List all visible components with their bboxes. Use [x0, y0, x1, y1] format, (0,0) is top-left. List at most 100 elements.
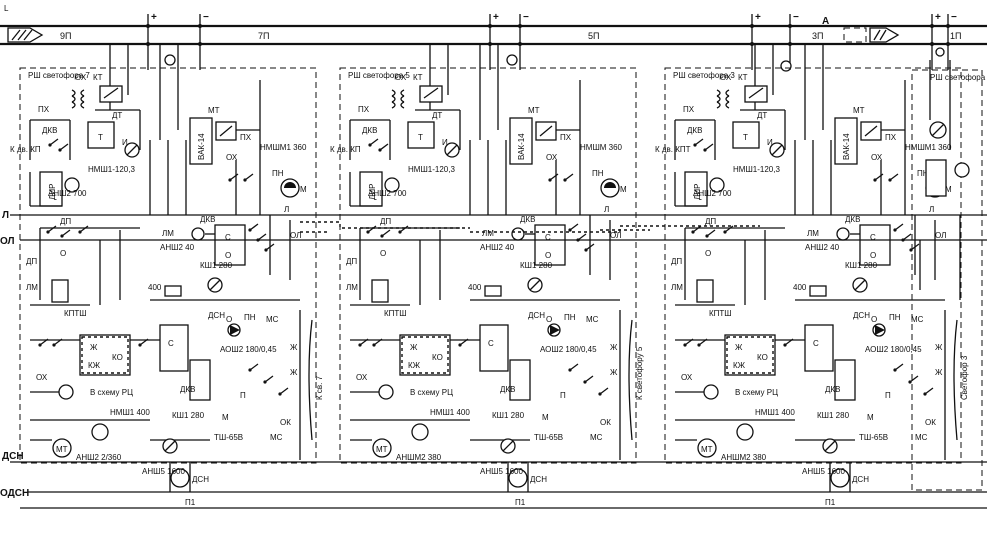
signal-box-label: РШ светофора 7 [28, 71, 90, 80]
relay-label: ДКВ [500, 385, 515, 394]
relay-vak [509, 117, 533, 165]
relay-label: ДИР [693, 183, 702, 200]
relay-label: ТШ-65В [534, 433, 563, 442]
relay-t [87, 121, 115, 149]
relay-label: КО [112, 353, 123, 362]
transformer-box [744, 85, 768, 103]
bus-lines: Л ОЛ ДСН ОДСН П1 П1 П1 АНШ5 1600ДСНАНШ5 … [0, 210, 987, 509]
relay-label: КШ1 280 [845, 261, 878, 270]
track-arrow-right [869, 27, 900, 43]
relay-label: ЛМ [162, 229, 174, 238]
relay-label: КШ1 280 [520, 261, 553, 270]
relay-label: АНШ2 40 [160, 243, 195, 252]
polarity-mark: + [935, 12, 941, 23]
relay-label: Т [743, 133, 748, 142]
relay-label: В схему РЦ [410, 388, 453, 397]
relay-label: ПН [889, 313, 901, 322]
relay-label: ДКВ [180, 385, 195, 394]
relay-label: М [542, 413, 549, 422]
relay-label: АНШ2 40 [805, 243, 840, 252]
relay-label: П [560, 391, 566, 400]
relay-label: ДКВ [520, 215, 535, 224]
relay-ktsh [696, 279, 714, 303]
relay-label: АНШ2 700 [48, 189, 87, 198]
relay-label: КЖ [88, 361, 101, 370]
relay-label: КЖ [408, 361, 421, 370]
relay-label: Ж [410, 343, 418, 352]
track-lamp-icon [935, 47, 945, 57]
motor-icon [191, 227, 205, 241]
relay-label: И [122, 138, 128, 147]
section-label: 9П [60, 31, 71, 41]
relay-label: ДТ [757, 111, 767, 120]
relay-tsh [834, 359, 856, 401]
relay-label: КТ [413, 73, 423, 82]
relay-label: ДСН [530, 475, 547, 484]
relay-label: О [380, 249, 386, 258]
relay-label: ВАК-14 [842, 133, 851, 160]
relay-label: КО [432, 353, 443, 362]
relay-label: МС [590, 433, 603, 442]
relay-label: ВАК-14 [197, 133, 206, 160]
track-lamp-icon [164, 54, 176, 66]
relay-label: ПН [244, 313, 256, 322]
relay-label: ДКВ [200, 215, 215, 224]
relay-label: АНШ5 1600 [480, 467, 523, 476]
relay-label: С [545, 233, 551, 242]
relay-label: ЛМ [346, 283, 358, 292]
relay-label: ДП [705, 217, 716, 226]
relay-label: ДИР [368, 183, 377, 200]
corner-label: L [4, 4, 9, 13]
relay-dsn-icon [170, 468, 190, 488]
relay-label: НМШ1-120,3 [88, 165, 135, 174]
relay-label: КШ1 280 [492, 411, 525, 420]
relay-label: КШ1 280 [817, 411, 850, 420]
relay-vak [834, 117, 858, 165]
relay-label: МС [270, 433, 283, 442]
relay-label: АНШМ2 380 [396, 453, 442, 462]
relay-block [859, 224, 891, 266]
relay-label: О [546, 315, 552, 324]
relay-tsh [509, 359, 531, 401]
relay-label: М [945, 185, 952, 194]
relay-label: МТ [853, 106, 865, 115]
signal-box-label: РШ светофора 3 [673, 71, 735, 80]
relay-label: ПХ [358, 105, 370, 114]
relay-label: ДП [671, 257, 682, 266]
polarity-mark: + [493, 12, 499, 23]
relay-label: НМШ1 400 [110, 408, 150, 417]
relay-label: ПХ [683, 105, 695, 114]
indicator-icon [378, 384, 394, 400]
track-strip: L +−+−+−+− 9П 7П 5П 3П 1П А [0, 4, 987, 72]
relay-label: МТ [56, 445, 68, 454]
relay-label: ПХ [240, 133, 252, 142]
relay-label: 400 [468, 283, 482, 292]
relay-label: ДСН [528, 311, 545, 320]
relay-label: О [705, 249, 711, 258]
relay-label: ДСН [192, 475, 209, 484]
relay-label: Л [284, 205, 289, 214]
relay-label: КШ1 280 [200, 261, 233, 270]
km-label: К дв. КП [330, 145, 361, 154]
resistor-400 [484, 285, 502, 297]
relay-label: ДКВ [687, 126, 702, 135]
relay-label: ПХ [38, 105, 50, 114]
indicator-icon [384, 177, 400, 193]
relay-label: Ж [610, 368, 618, 377]
right-box-label: РШ светофора 1 [930, 73, 987, 82]
relay-label: О [870, 251, 876, 260]
relay-label: Ж [935, 368, 943, 377]
relay-zh-block [724, 334, 776, 376]
relay-label: М [867, 413, 874, 422]
relay-label: О [871, 315, 877, 324]
relay-label: С [813, 339, 819, 348]
relay-label: ОК [280, 418, 291, 427]
indicator-icon [703, 384, 719, 400]
relay-t [407, 121, 435, 149]
